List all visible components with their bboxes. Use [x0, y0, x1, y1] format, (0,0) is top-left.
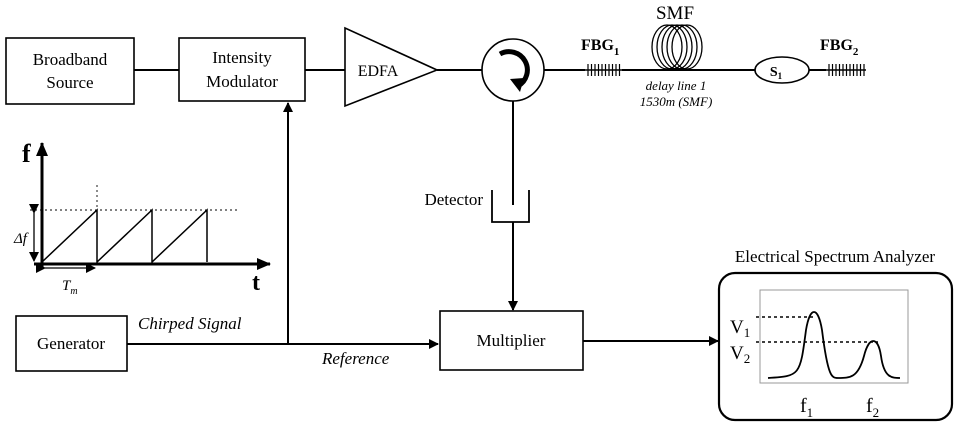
chirp-x-axis-label: t: [252, 270, 260, 296]
v2-label: V2: [730, 343, 750, 366]
edfa-amplifier: EDFA: [344, 26, 440, 108]
period-label: Tm: [62, 278, 78, 297]
switch-s1: S1: [754, 56, 810, 84]
spectrum-trace: [767, 311, 901, 379]
delta-f-label: Δf: [13, 231, 29, 247]
chirp-plot: [29, 142, 271, 273]
spectrum-analyzer: [717, 271, 954, 422]
fbg2-label: FBG2: [820, 37, 859, 58]
edfa-label: EDFA: [358, 63, 399, 80]
generator-block: Generator: [15, 315, 128, 372]
broadband-source-label-line1: Broadband: [33, 50, 108, 69]
generator-label: Generator: [37, 334, 105, 353]
smf-spool-icon: [651, 24, 703, 70]
fbg1-grating-icon: [585, 64, 622, 76]
multiplier-block: Multiplier: [439, 310, 584, 371]
intensity-modulator-label-line1: Intensity: [212, 48, 272, 67]
detector-block: [491, 190, 530, 223]
f2-label: f2: [866, 395, 879, 420]
delay-line-label-line1: delay line 1: [646, 78, 707, 93]
reference-label: Reference: [321, 349, 390, 368]
chirped-signal-label: Chirped Signal: [138, 314, 242, 333]
circulator: [481, 38, 545, 102]
f1-label: f1: [800, 395, 813, 420]
v1-label: V1: [730, 317, 750, 340]
fbg1-label: FBG1: [581, 37, 619, 58]
smf-label: SMF: [656, 3, 694, 24]
switch-s1-label: S1: [770, 65, 783, 81]
detector-label: Detector: [424, 190, 483, 209]
delay-line-label-line2: 1530m (SMF): [640, 94, 713, 109]
analyzer-title: Electrical Spectrum Analyzer: [735, 247, 935, 266]
chirp-y-axis-label: f: [22, 139, 31, 168]
fbg2-grating-icon: [826, 64, 866, 76]
intensity-modulator-block: Intensity Modulator: [178, 37, 306, 102]
circulator-arrow-icon: [498, 49, 530, 89]
intensity-modulator-label-line2: Modulator: [206, 72, 278, 91]
chirp-sawtooth: [41, 208, 208, 264]
broadband-source-block: Broadband Source: [5, 37, 135, 105]
multiplier-label: Multiplier: [477, 331, 546, 350]
broadband-source-label-line2: Source: [46, 73, 93, 92]
